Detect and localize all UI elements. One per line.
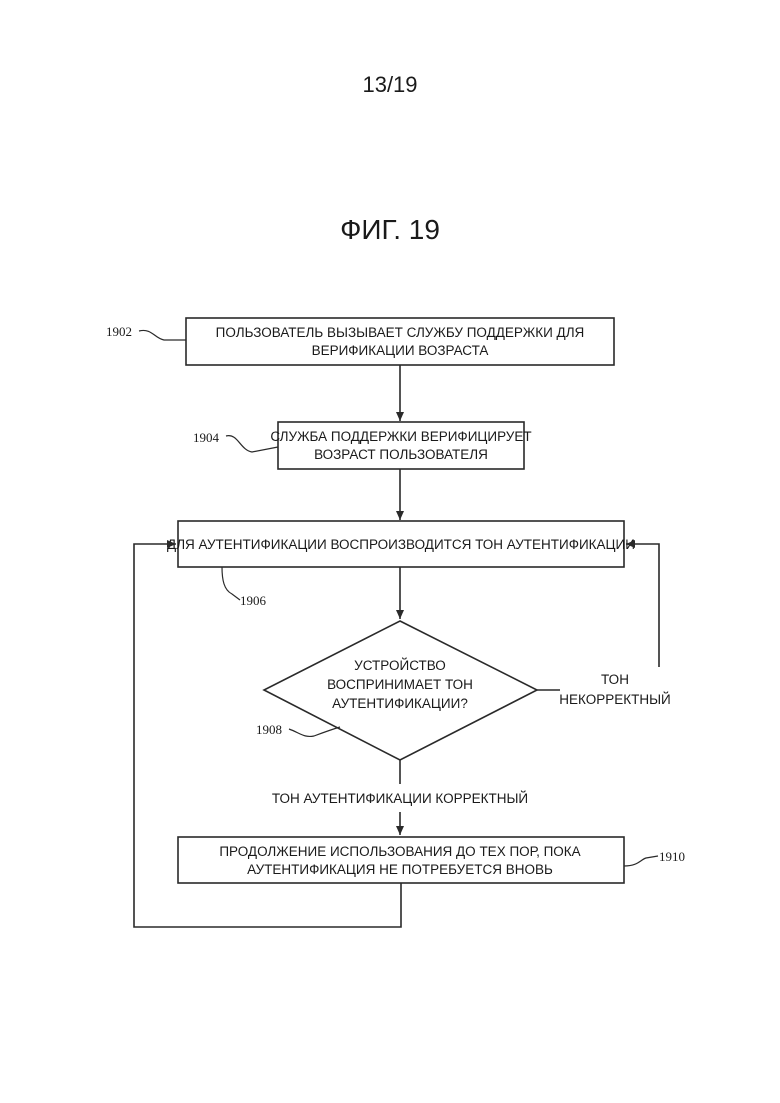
label-correct: ТОН АУТЕНТИФИКАЦИИ КОРРЕКТНЫЙ xyxy=(272,791,528,806)
leader-1906 xyxy=(222,567,240,600)
ref-1902: 1902 xyxy=(106,324,132,339)
ref-1908: 1908 xyxy=(256,722,282,737)
label-incorrect-line-1: ТОН xyxy=(601,672,629,687)
step-1906-line-1: ДЛЯ АУТЕНТИФИКАЦИИ ВОСПРОИЗВОДИТСЯ ТОН А… xyxy=(167,537,635,552)
step-1910-line-2: АУТЕНТИФИКАЦИЯ НЕ ПОТРЕБУЕТСЯ ВНОВЬ xyxy=(247,862,553,877)
leader-1902 xyxy=(139,330,186,340)
label-incorrect-line-2: НЕКОРРЕКТНЫЙ xyxy=(559,692,671,707)
ref-1910: 1910 xyxy=(659,849,685,864)
step-1902-line-2: ВЕРИФИКАЦИИ ВОЗРАСТА xyxy=(312,343,489,358)
ref-1904: 1904 xyxy=(193,430,220,445)
step-1910-line-1: ПРОДОЛЖЕНИЕ ИСПОЛЬЗОВАНИЯ ДО ТЕХ ПОР, ПО… xyxy=(219,844,580,859)
decision-1908-line-2: ВОСПРИНИМАЕТ ТОН xyxy=(327,677,473,692)
leader-1910 xyxy=(624,856,658,866)
decision-1908-line-1: УСТРОЙСТВО xyxy=(354,658,446,673)
step-1904-line-2: ВОЗРАСТ ПОЛЬЗОВАТЕЛЯ xyxy=(314,447,488,462)
step-1904-line-1: СЛУЖБА ПОДДЕРЖКИ ВЕРИФИЦИРУЕТ xyxy=(270,429,531,444)
loop-back-incorrect xyxy=(626,544,659,667)
leader-1908 xyxy=(289,727,340,736)
ref-1906: 1906 xyxy=(240,593,267,608)
step-1902-line-1: ПОЛЬЗОВАТЕЛЬ ВЫЗЫВАЕТ СЛУЖБУ ПОДДЕРЖКИ Д… xyxy=(216,325,585,340)
decision-1908-line-3: АУТЕНТИФИКАЦИИ? xyxy=(332,696,468,711)
